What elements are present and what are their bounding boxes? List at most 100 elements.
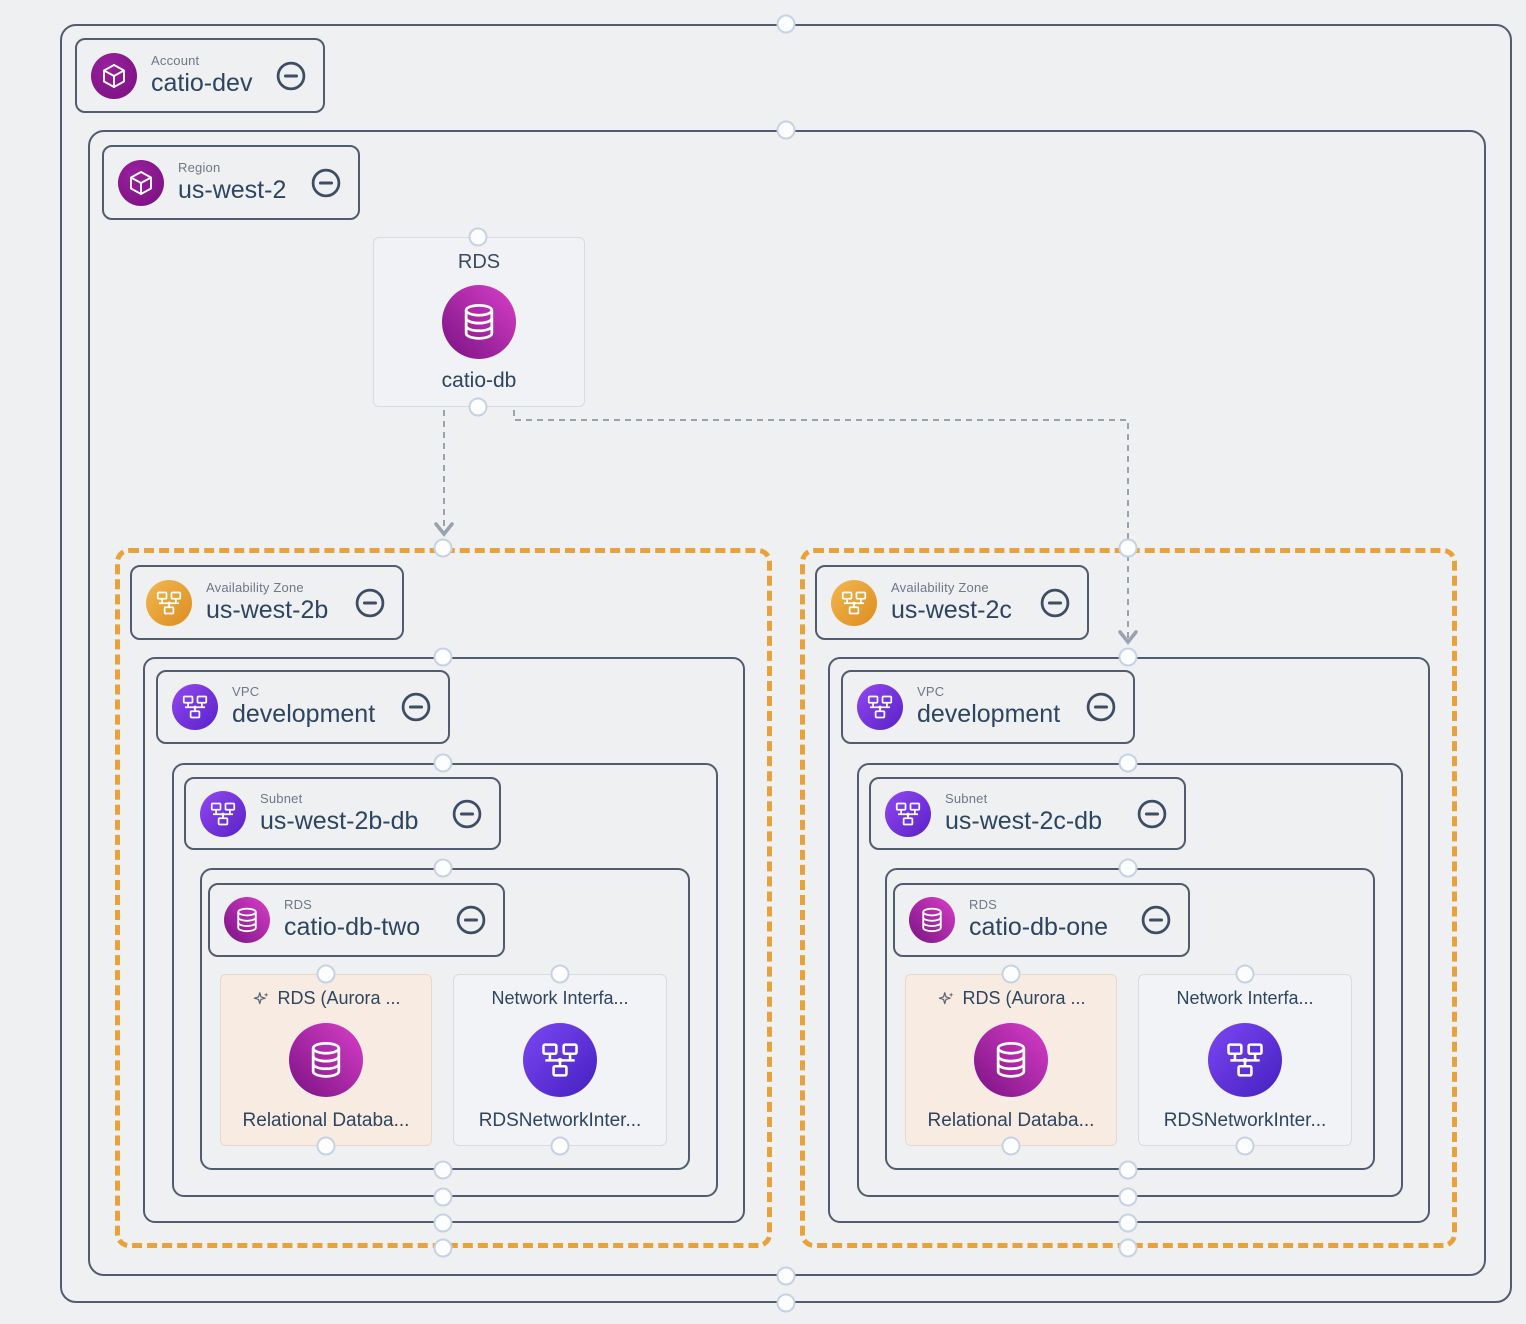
connection-handle[interactable] [1001,964,1021,984]
network-interface-node-right[interactable]: Network Interfa... RDSNetworkInter... [1138,974,1352,1146]
connection-handle[interactable] [1001,1136,1021,1156]
connection-handle[interactable] [316,964,336,984]
rds-group-type-label: RDS [284,897,313,913]
rds-database-icon [224,897,270,943]
connection-handle[interactable] [1235,964,1255,984]
rds-group-name: catio-db-two [284,913,421,942]
connection-handle[interactable] [433,1238,453,1258]
network-interface-node-left[interactable]: Network Interfa... RDSNetworkInter... [453,974,667,1146]
connection-handle[interactable] [1118,1213,1138,1233]
az-badge-us-west-2b[interactable]: Availability Zone us-west-2b [130,565,404,640]
vpc-badge-left[interactable]: VPC development [156,670,450,744]
connection-handle[interactable] [433,538,453,558]
connection-handle[interactable] [1118,1160,1138,1180]
region-cube-icon [118,159,164,206]
network-node-title: Network Interfa... [1176,988,1314,1008]
collapse-az-button[interactable] [1039,587,1071,619]
account-name: catio-dev [151,68,253,97]
az-name: us-west-2c [891,595,1012,624]
collapse-region-button[interactable] [310,167,342,199]
aurora-node-title: RDS (Aurora ... [962,988,1086,1008]
region-badge[interactable]: Region us-west-2 [102,145,360,220]
connection-handle[interactable] [550,1136,570,1156]
collapse-vpc-button[interactable] [1085,691,1117,723]
availability-zone-icon [146,579,192,626]
connection-handle[interactable] [433,753,453,773]
connection-handle[interactable] [1118,538,1138,558]
connection-handle[interactable] [1118,1187,1138,1207]
subnet-network-icon [885,790,931,837]
account-cube-icon [91,52,137,99]
subnet-type-label: Subnet [945,790,988,806]
subnet-network-icon [200,790,246,837]
rds-database-icon [909,897,955,943]
edge-catio-db-to-vpc-2c[interactable] [513,410,1138,645]
connection-handle[interactable] [433,1213,453,1233]
az-name: us-west-2b [206,595,329,624]
sparkle-icon [936,989,956,1009]
aurora-node-label: Relational Databa... [927,1110,1095,1131]
collapse-vpc-button[interactable] [400,691,432,723]
connection-handle[interactable] [550,964,570,984]
connection-handle[interactable] [468,397,488,417]
vpc-network-icon [172,684,218,730]
connection-handle[interactable] [776,120,796,140]
subnet-badge-left[interactable]: Subnet us-west-2b-db [184,777,501,850]
network-interface-icon [1208,1022,1282,1097]
connection-handle[interactable] [776,14,796,34]
rds-database-icon [289,1022,363,1097]
connection-handle[interactable] [1118,1238,1138,1258]
account-badge[interactable]: Account catio-dev [75,38,325,113]
az-badge-us-west-2c[interactable]: Availability Zone us-west-2c [815,565,1089,640]
account-type-label: Account [151,52,200,68]
connection-handle[interactable] [1118,858,1138,878]
aurora-node-left[interactable]: RDS (Aurora ... Relational Databa... [220,974,432,1146]
subnet-type-label: Subnet [260,790,303,806]
aurora-node-title: RDS (Aurora ... [277,988,401,1008]
collapse-rds-group-button[interactable] [1140,904,1172,936]
connection-handle[interactable] [776,1293,796,1313]
rds-database-icon [974,1022,1048,1097]
subnet-name: us-west-2c-db [945,806,1102,835]
sparkle-icon [251,989,271,1009]
collapse-rds-group-button[interactable] [455,904,487,936]
network-node-label: RDSNetworkInter... [478,1110,642,1131]
vpc-type-label: VPC [232,684,260,700]
vpc-name: development [917,700,1061,729]
rds-node-catio-db[interactable]: RDS catio-db [373,237,585,407]
rds-group-type-label: RDS [969,897,998,913]
connection-handle[interactable] [1118,647,1138,667]
connection-handle[interactable] [1118,753,1138,773]
rds-database-icon [442,284,516,359]
aurora-node-right[interactable]: RDS (Aurora ... Relational Databa... [905,974,1117,1146]
collapse-subnet-button[interactable] [1136,798,1168,830]
connection-handle[interactable] [468,227,488,247]
subnet-name: us-west-2b-db [260,806,419,835]
network-node-title: Network Interfa... [491,988,629,1008]
collapse-az-button[interactable] [354,587,386,619]
vpc-badge-right[interactable]: VPC development [841,670,1135,744]
rds-group-name: catio-db-one [969,913,1108,942]
connection-handle[interactable] [433,858,453,878]
rds-group-badge-right[interactable]: RDS catio-db-one [893,883,1190,957]
connection-handle[interactable] [433,647,453,667]
vpc-name: development [232,700,376,729]
vpc-network-icon [857,684,903,730]
connection-handle[interactable] [776,1266,796,1286]
vpc-type-label: VPC [917,684,945,700]
availability-zone-icon [831,579,877,626]
collapse-account-button[interactable] [275,60,307,92]
collapse-subnet-button[interactable] [451,798,483,830]
connection-handle[interactable] [433,1187,453,1207]
rds-node-title: RDS [457,251,501,273]
rds-group-badge-left[interactable]: RDS catio-db-two [208,883,505,957]
region-name: us-west-2 [178,175,287,204]
network-interface-icon [523,1022,597,1097]
region-type-label: Region [178,159,221,175]
connection-handle[interactable] [433,1160,453,1180]
connection-handle[interactable] [1235,1136,1255,1156]
subnet-badge-right[interactable]: Subnet us-west-2c-db [869,777,1186,850]
connection-handle[interactable] [316,1136,336,1156]
